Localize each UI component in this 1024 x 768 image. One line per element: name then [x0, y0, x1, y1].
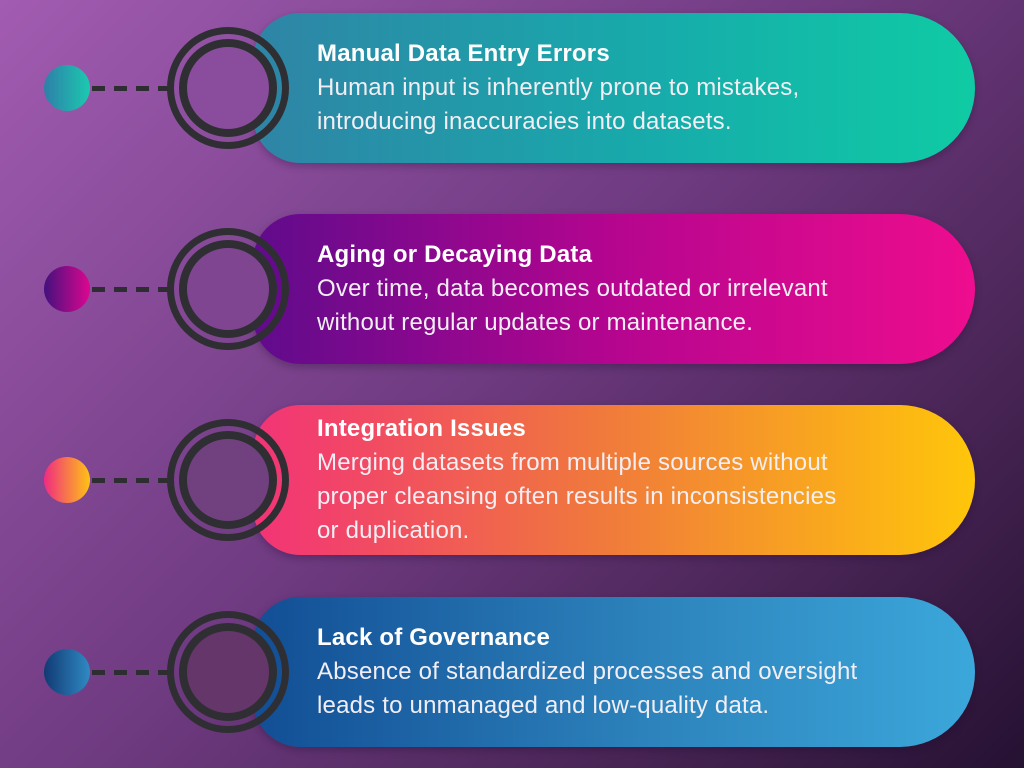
inner-circle-disc [179, 240, 277, 338]
list-item: Aging or Decaying Data Over time, data b… [0, 214, 1024, 364]
list-item: Manual Data Entry Errors Human input is … [0, 13, 1024, 163]
bullet-dot [44, 266, 90, 312]
info-card: Manual Data Entry Errors Human input is … [253, 13, 975, 163]
info-card: Lack of Governance Absence of standardiz… [253, 597, 975, 747]
card-title: Lack of Governance [317, 624, 551, 651]
dashed-connector-line [92, 670, 170, 675]
concentric-circles-icon [167, 27, 289, 149]
card-description: Human input is inherently prone to mista… [317, 74, 800, 135]
info-card: Aging or Decaying Data Over time, data b… [253, 214, 975, 364]
card-text-block: Lack of Governance Absence of standardiz… [317, 621, 857, 723]
dashed-connector-line [92, 86, 170, 91]
card-description: Absence of standardized processes and ov… [317, 658, 858, 719]
card-description: Merging datasets from multiple sources w… [317, 449, 837, 544]
concentric-circles-icon [167, 419, 289, 541]
bullet-dot [44, 649, 90, 695]
card-text-block: Manual Data Entry Errors Human input is … [317, 37, 799, 139]
list-item: Lack of Governance Absence of standardiz… [0, 597, 1024, 747]
info-card: Integration Issues Merging datasets from… [253, 405, 975, 555]
inner-circle-disc [179, 39, 277, 137]
inner-circle-disc [179, 431, 277, 529]
card-text-block: Aging or Decaying Data Over time, data b… [317, 238, 828, 340]
card-text-block: Integration Issues Merging datasets from… [317, 412, 836, 548]
card-title: Integration Issues [317, 415, 526, 442]
concentric-circles-icon [167, 611, 289, 733]
dashed-connector-line [92, 478, 170, 483]
concentric-circles-icon [167, 228, 289, 350]
card-title: Aging or Decaying Data [317, 241, 593, 268]
list-item: Integration Issues Merging datasets from… [0, 405, 1024, 555]
bullet-dot [44, 457, 90, 503]
card-title: Manual Data Entry Errors [317, 40, 610, 67]
inner-circle-disc [179, 623, 277, 721]
bullet-dot [44, 65, 90, 111]
dashed-connector-line [92, 287, 170, 292]
card-description: Over time, data becomes outdated or irre… [317, 275, 828, 336]
